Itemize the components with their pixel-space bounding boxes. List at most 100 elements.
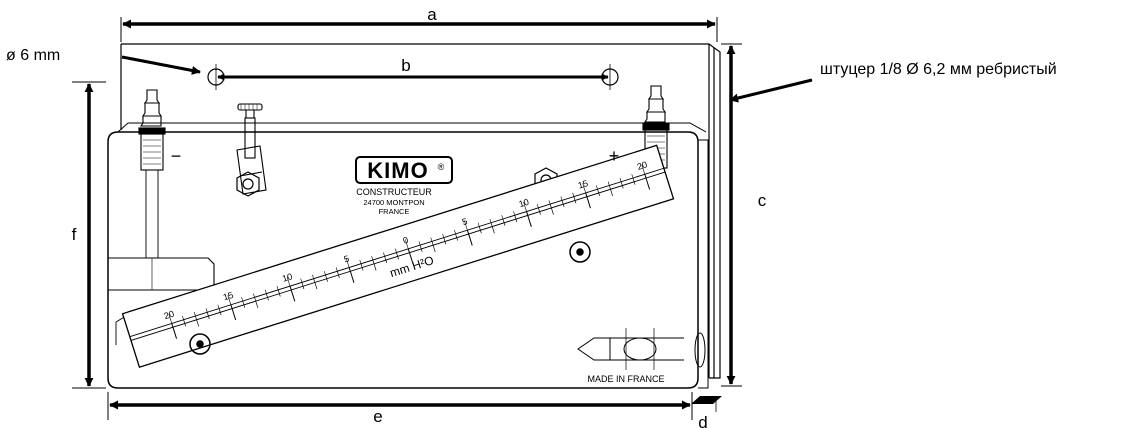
scale-ticks <box>168 164 651 339</box>
scale-minor-tick <box>218 308 222 316</box>
scale-minor-tick <box>431 241 436 252</box>
scale-minor-tick <box>419 245 423 252</box>
scale-upper-tick <box>418 241 421 246</box>
hex-nut-left <box>236 171 260 197</box>
scale-upper-tick <box>359 259 362 264</box>
scale-upper-tick <box>619 177 622 182</box>
dimension-f: f <box>72 81 106 389</box>
scale-major-tick <box>644 174 651 190</box>
scale-upper-tick <box>264 289 267 294</box>
scale-major-tick <box>466 230 473 246</box>
scale-label: 15 <box>222 290 235 303</box>
scale-upper-tick <box>523 201 527 212</box>
scale-upper-tick <box>227 295 232 305</box>
scale-upper-tick <box>286 276 291 287</box>
fitting-annotation: штуцер 1/8 Ø 6,2 мм ребристый <box>729 61 1057 103</box>
scale-upper-tick <box>300 278 303 283</box>
dimension-b: b <box>217 56 609 81</box>
scale-upper-tick <box>477 222 480 227</box>
scale-minor-tick <box>396 252 399 260</box>
scale-upper-tick <box>383 252 385 257</box>
scale-minor-tick <box>597 189 600 196</box>
dimension-e: e <box>107 392 693 426</box>
scale-minor-tick <box>336 271 340 278</box>
scale-label: 5 <box>343 253 351 264</box>
scale-upper-tick <box>464 220 468 231</box>
dimension-c-label: c <box>758 191 767 210</box>
scale-upper-tick <box>596 185 598 190</box>
scale-minor-tick <box>538 207 541 215</box>
scale-label: 10 <box>281 271 294 284</box>
hole-annotation-label: ø 6 mm <box>6 47 60 64</box>
scale-minor-tick <box>372 259 377 271</box>
scale-minor-tick <box>490 222 495 234</box>
scale-upper-tick <box>193 312 196 317</box>
scale-major-tick <box>171 323 178 339</box>
brand-logo: KIMO ® <box>355 156 453 184</box>
scale-upper-tick <box>641 164 646 175</box>
scale-upper-tick <box>217 304 220 309</box>
scale-label: 10 <box>518 197 531 210</box>
scale-upper-tick <box>501 215 504 220</box>
scale-minor-tick <box>254 297 259 308</box>
scale-minor-tick <box>195 315 200 327</box>
scale-minor-tick <box>632 177 636 185</box>
scale-label: 20 <box>636 159 649 172</box>
scale-minor-tick <box>384 256 388 264</box>
scale-major-tick <box>585 192 591 209</box>
made-in-label: MADE IN FRANCE <box>587 374 664 384</box>
scale-upper-tick <box>205 308 208 313</box>
dimension-a: a <box>120 5 718 42</box>
dimension-f-label: f <box>72 225 77 244</box>
scale-upper-tick <box>168 313 173 324</box>
scale-upper-tick <box>404 239 409 249</box>
scale-minor-tick <box>242 300 246 308</box>
minus-sign: − <box>171 146 182 166</box>
scale-minor-tick <box>502 218 506 226</box>
scale-upper-tick <box>454 230 456 235</box>
scale-upper-tick <box>582 183 586 194</box>
dimension-d: d <box>691 396 722 428</box>
back-plate <box>120 43 721 379</box>
scale-minor-tick <box>455 233 459 241</box>
zero-adjust-screw <box>236 103 267 195</box>
scale-minor-tick <box>620 181 624 189</box>
scale-upper-tick <box>345 257 350 268</box>
scale-upper-tick <box>513 211 515 216</box>
scale-knob-left <box>189 333 211 355</box>
scale-label: 15 <box>577 178 590 191</box>
scale-upper-tick <box>241 297 243 302</box>
scale-upper-tick <box>607 181 610 186</box>
plus-sign: + <box>609 146 620 166</box>
scale-upper-tick <box>572 192 575 197</box>
dimension-a-label: a <box>427 5 437 24</box>
dimension-d-label: d <box>698 413 707 428</box>
scale-major-tick <box>526 211 532 227</box>
scale-major-tick <box>407 248 414 265</box>
maker-text: CONSTRUCTEUR <box>356 187 432 197</box>
dimension-b-label: b <box>401 56 410 75</box>
scale-minor-tick <box>360 263 364 271</box>
scale-major-tick <box>289 285 296 302</box>
left-hose-fitting <box>138 89 166 258</box>
scale-upper-tick <box>182 315 184 320</box>
scale-upper-tick <box>489 218 492 223</box>
scale-knob-right <box>569 241 591 263</box>
scale-upper-tick <box>548 200 551 205</box>
scale-minor-tick <box>325 274 328 282</box>
scale-minor-tick <box>266 293 269 301</box>
scale-minor-tick <box>561 200 565 208</box>
scale-upper-tick <box>371 256 374 261</box>
scale-minor-tick <box>443 237 447 245</box>
scale-label: 0 <box>402 235 410 246</box>
scale-upper-tick <box>335 267 338 272</box>
scale-upper-tick <box>394 248 397 253</box>
scale-major-tick <box>230 304 237 321</box>
scale-upper-tick <box>560 196 563 201</box>
address-text: 24700 MONTPON <box>363 198 424 207</box>
registered-mark: ® <box>438 162 445 172</box>
scale-minor-tick <box>313 278 318 290</box>
scale-minor-tick <box>514 215 518 223</box>
